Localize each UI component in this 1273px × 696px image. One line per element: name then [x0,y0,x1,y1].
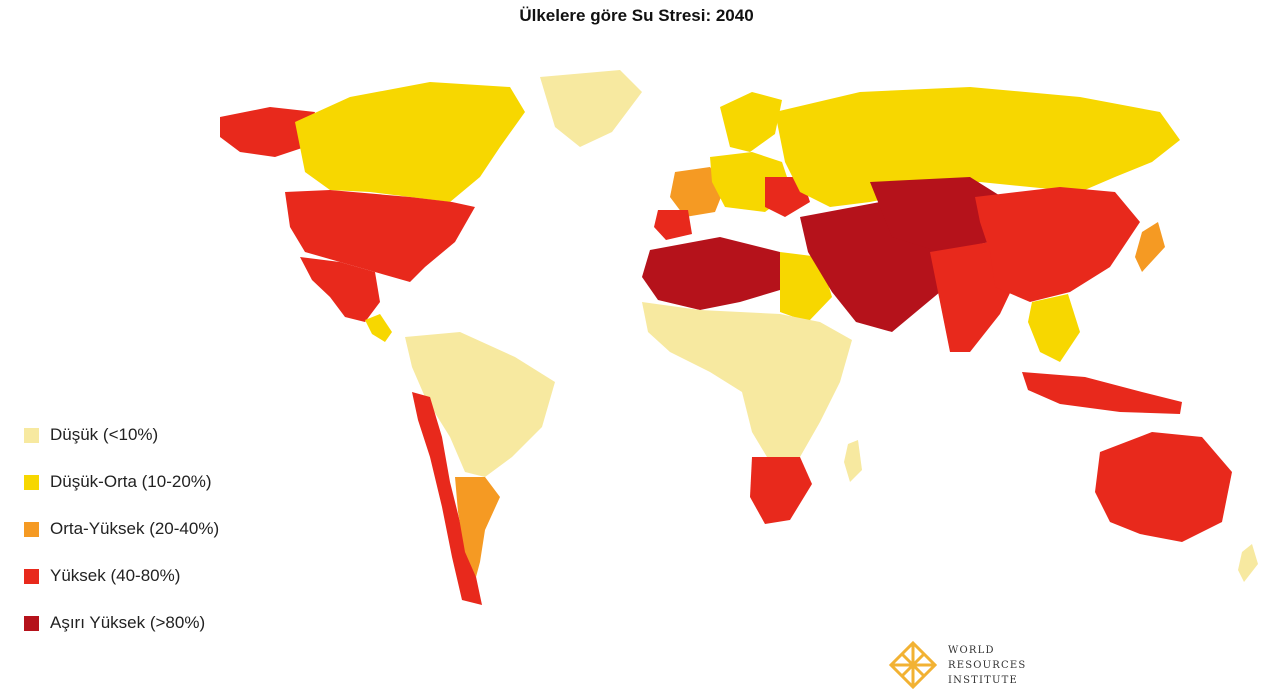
region-argentina [455,477,500,577]
legend-item-extremely-high: Aşırı Yüksek (>80%) [24,612,219,634]
region-china [975,187,1140,302]
region-northern-south-america [405,332,555,477]
region-greenland [540,70,642,147]
legend-label: Yüksek (40-80%) [50,566,181,585]
legend-swatch [24,568,39,584]
logo-line-3: INSTITUTE [948,674,1019,686]
legend-swatch [24,521,39,537]
wri-logo: WORLD RESOURCES INSTITUTE [888,640,1026,690]
region-alaska [220,107,315,157]
region-southern-africa [750,457,812,524]
world-map [220,70,1258,605]
region-japan [1135,222,1165,272]
region-scandinavia [720,92,782,152]
legend-item-low-medium: Düşük-Orta (10-20%) [24,471,219,493]
region-indonesia [1022,372,1182,414]
legend-label: Orta-Yüksek (20-40%) [50,519,220,538]
region-australia [1095,432,1232,542]
legend-label: Aşırı Yüksek (>80%) [50,613,206,632]
region-mexico [300,257,380,322]
wri-logo-text: WORLD RESOURCES INSTITUTE [948,643,1026,688]
region-usa [285,190,475,282]
legend-swatch [24,615,39,631]
legend-label: Düşük-Orta (10-20%) [50,472,212,491]
wri-logo-icon [888,640,938,690]
region-new-zealand [1238,544,1258,582]
region-western-europe [670,167,725,217]
region-sub-saharan-africa [642,302,852,462]
legend-item-high: Yüksek (40-80%) [24,565,219,587]
logo-line-2: RESOURCES [948,659,1027,671]
region-iberia [654,210,692,240]
region-canada [295,82,525,202]
legend-item-medium-high: Orta-Yüksek (20-40%) [24,518,219,540]
region-north-africa [642,237,780,310]
legend-swatch [24,427,39,443]
region-central-asia [870,177,1010,252]
legend-swatch [24,474,39,490]
legend-item-low: Düşük (<10%) [24,424,219,446]
map-title: Ülkelere göre Su Stresi: 2040 [519,6,754,25]
region-peru-chile [412,392,482,605]
legend: Düşük (<10%) Düşük-Orta (10-20%) Orta-Yü… [24,424,219,659]
legend-label: Düşük (<10%) [50,425,159,444]
region-southeast-asia [1028,294,1080,362]
region-central-america [365,314,392,342]
region-madagascar [844,440,862,482]
region-russia [775,87,1180,207]
logo-line-1: WORLD [948,644,995,656]
